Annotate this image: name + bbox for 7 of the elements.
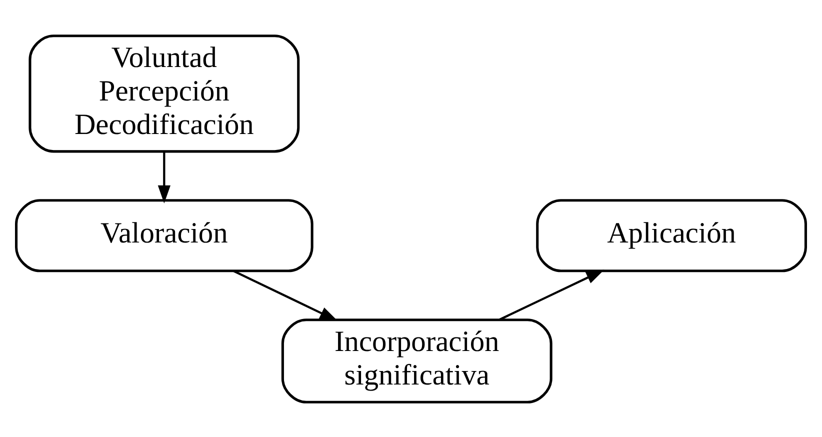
- arrow: [233, 270, 338, 321]
- node-box: Incorporación significativa: [281, 318, 552, 403]
- node-box: Valoración: [15, 198, 314, 272]
- arrow: [499, 269, 604, 320]
- arrow: [158, 151, 170, 203]
- node-box: Aplicación: [536, 198, 807, 272]
- node-box: Voluntad Percepción Decodificación: [28, 34, 300, 152]
